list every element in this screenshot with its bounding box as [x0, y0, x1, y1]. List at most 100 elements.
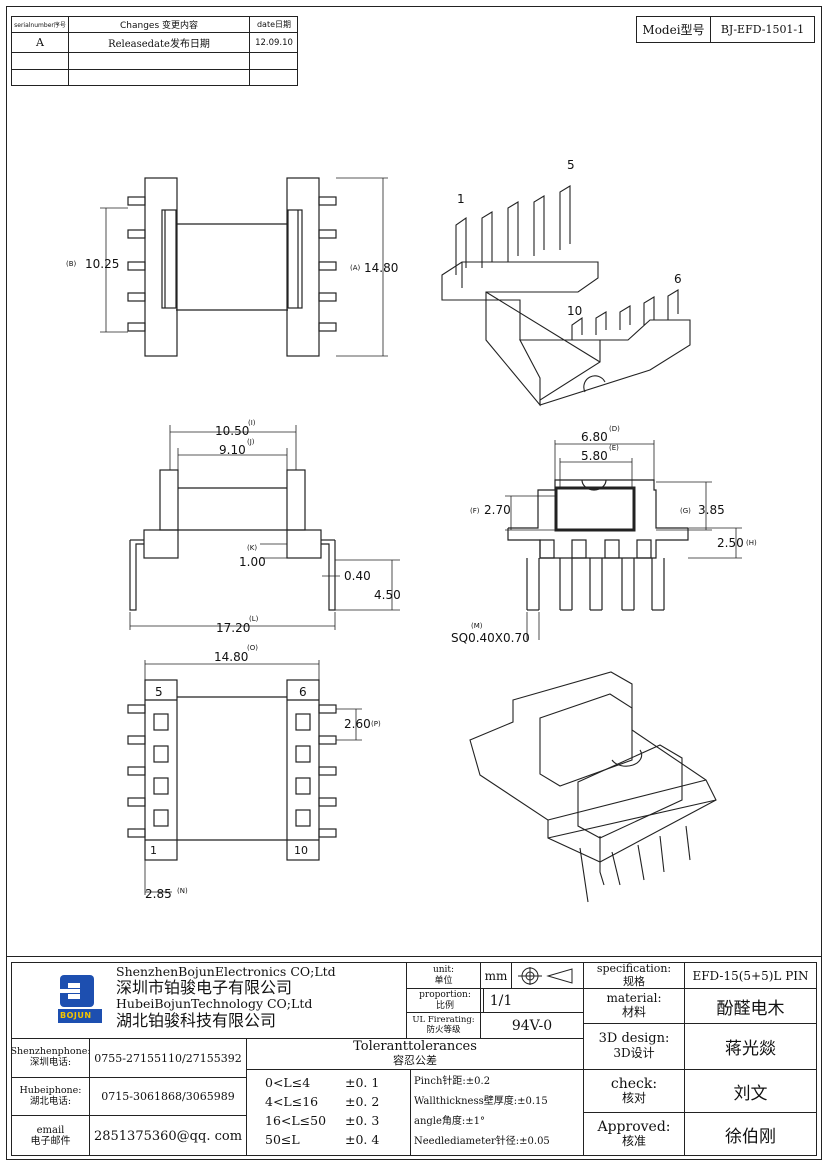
approved-label-en: Approved: — [597, 1119, 671, 1136]
dim-p-tag: (P) — [371, 720, 381, 728]
tol-note-wall: Wallthickness壁厚度:±0.15 — [414, 1096, 548, 1107]
dim-pin-height: 4.50 — [374, 588, 401, 602]
material-value: 酚醛电木 — [716, 998, 785, 1019]
unit-value: mm — [484, 968, 508, 983]
tol-value-2: ±0. 2 — [345, 1094, 380, 1109]
dim-g-tag: (G) — [680, 507, 691, 515]
spec-label-cn: 规格 — [623, 974, 645, 988]
dim-f-value: 2.70 — [484, 503, 511, 517]
dim-m-tag: (M) — [471, 622, 483, 630]
proportion-label-en: proportion: — [419, 990, 471, 1001]
dim-g-value: 3.85 — [698, 503, 725, 517]
tolerances-title-cn: 容忍公差 — [393, 1054, 437, 1068]
dim-k-tag: (K) — [247, 544, 258, 552]
projection-symbol — [516, 967, 578, 989]
model-box: Modei型号 BJ-EFD-1501-1 — [636, 16, 815, 43]
dim-d-value: 6.80 — [581, 430, 608, 444]
row-date: 12.09.10 — [255, 37, 293, 48]
check-label-en: check: — [610, 1076, 658, 1093]
header-date: date日期 — [256, 20, 292, 29]
dim-e-value: 5.80 — [581, 449, 608, 463]
model-value: BJ-EFD-1501-1 — [720, 23, 805, 36]
front-view-middle-left — [129, 469, 336, 611]
model-label: Modei型号 — [642, 23, 705, 37]
tol-range-4: 50≤L — [265, 1132, 300, 1147]
dim-a-value: 14.80 — [364, 261, 399, 275]
bottom-view-lower-left — [127, 679, 337, 861]
contact-email-value: 2851375360@qq. com — [93, 1128, 243, 1144]
bottom-pin-1-label: 1 — [150, 844, 157, 857]
material-label-cn: 材料 — [621, 1005, 646, 1019]
dim-i-value: 10.50 — [215, 424, 250, 438]
dim-h-value: 2.50 — [717, 536, 744, 550]
dim-o-value: 14.80 — [214, 650, 249, 664]
drawing-frame — [6, 6, 822, 1160]
revision-table: serialnumber序号 Changes 变更内容 date日期 A Rel… — [11, 16, 298, 86]
proportion-label-cn: 比例 — [435, 1000, 454, 1011]
header-serial: serialnumber序号 — [14, 22, 66, 29]
iso-pin-1-label: 1 — [457, 192, 465, 206]
spec-label-en: specification: — [596, 963, 672, 975]
dim-l-value: 17.20 — [216, 621, 251, 635]
row-changes: Releasedate发布日期 — [108, 39, 210, 50]
iso-pin-5-label: 5 — [567, 158, 575, 172]
header-changes: Changes 变更内容 — [119, 21, 198, 31]
dim-h-tag: (H) — [746, 539, 757, 547]
unit-label-cn: 单位 — [434, 975, 453, 986]
contact-shenzhen-value: 0755-27155110/27155392 — [94, 1051, 242, 1065]
company-en-hubei: HubeiBojunTechnology CO;Ltd — [116, 996, 313, 1011]
dim-d-tag: (D) — [609, 425, 620, 433]
dim-j-tag: (J) — [247, 438, 255, 446]
logo-text: BOJUN — [60, 1011, 92, 1020]
tol-range-2: 4<L≤16 — [265, 1094, 319, 1109]
dim-j-value: 9.10 — [219, 443, 246, 457]
bottom-pin-10-label: 10 — [294, 844, 308, 857]
iso-view-lower-right — [469, 671, 717, 903]
tol-range-3: 16<L≤50 — [265, 1113, 327, 1128]
dim-m-value: SQ0.40X0.70 — [451, 631, 530, 645]
dim-e-tag: (E) — [609, 444, 619, 452]
tol-range-1: 0<L≤4 — [265, 1075, 311, 1090]
tol-note-needle: Needlediameter针径:±0.05 — [414, 1136, 550, 1147]
proportion-value: 1/1 — [489, 992, 513, 1009]
title-block: BOJUN ShenzhenBojunElectronics CO;Ltd 深圳… — [6, 956, 822, 1160]
technical-drawing — [100, 177, 742, 903]
bottom-pin-5-label: 5 — [155, 685, 163, 699]
dim-o-tag: (O) — [247, 644, 258, 652]
dim-n-value: 2.85 — [145, 887, 172, 901]
contact-hubei-value: 0715-3061868/3065989 — [101, 1090, 235, 1103]
tolerances-title-en: Toleranttolerances — [353, 1039, 477, 1055]
contact-shenzhen-label-en: Shenzhenphone: — [12, 1046, 89, 1058]
design3d-value: 蒋光燚 — [725, 1039, 776, 1059]
check-label-cn: 核对 — [621, 1091, 646, 1106]
dim-b-value: 10.25 — [85, 257, 120, 271]
company-logo: BOJUN — [58, 973, 102, 1025]
dim-pin-width: 0.40 — [344, 569, 371, 583]
tol-note-pinch: Pinch针距:±0.2 — [414, 1076, 491, 1087]
contact-shenzhen-label-cn: 深圳电话: — [29, 1057, 72, 1068]
dim-b-tag: (B) — [66, 260, 77, 268]
dim-a-tag: (A) — [350, 264, 361, 272]
dim-p-value: 2.60 — [344, 717, 371, 731]
spec-value: EFD-15(5+5)L PIN — [692, 968, 809, 983]
approved-label-cn: 核准 — [621, 1134, 646, 1149]
dim-k-value: 1.00 — [239, 555, 266, 569]
ul-value: 94V-0 — [511, 1017, 553, 1034]
company-cn-hubei: 湖北铂骏科技有限公司 — [116, 1011, 277, 1030]
tol-value-1: ±0. 1 — [345, 1075, 380, 1090]
bottom-pin-6-label: 6 — [299, 685, 307, 699]
approved-value: 徐伯刚 — [725, 1126, 776, 1147]
iso-view-top-right — [441, 185, 691, 407]
contact-hubei-label-en: Hubeiphone: — [19, 1084, 82, 1096]
contact-email-label-en: email — [36, 1124, 65, 1136]
iso-pin-6-label: 6 — [674, 272, 682, 286]
material-label-en: material: — [606, 991, 662, 1006]
ul-label-en: UL Firerating: — [412, 1014, 475, 1025]
contact-hubei-label-cn: 湖北电话: — [29, 1095, 72, 1107]
design3d-label-cn: 3D设计 — [613, 1046, 655, 1061]
row-serial: A — [36, 36, 44, 49]
check-value: 刘文 — [733, 1083, 768, 1104]
unit-label-en: unit: — [432, 965, 455, 976]
design3d-label-en: 3D design: — [598, 1031, 670, 1047]
dim-i-tag: (I) — [248, 419, 256, 427]
